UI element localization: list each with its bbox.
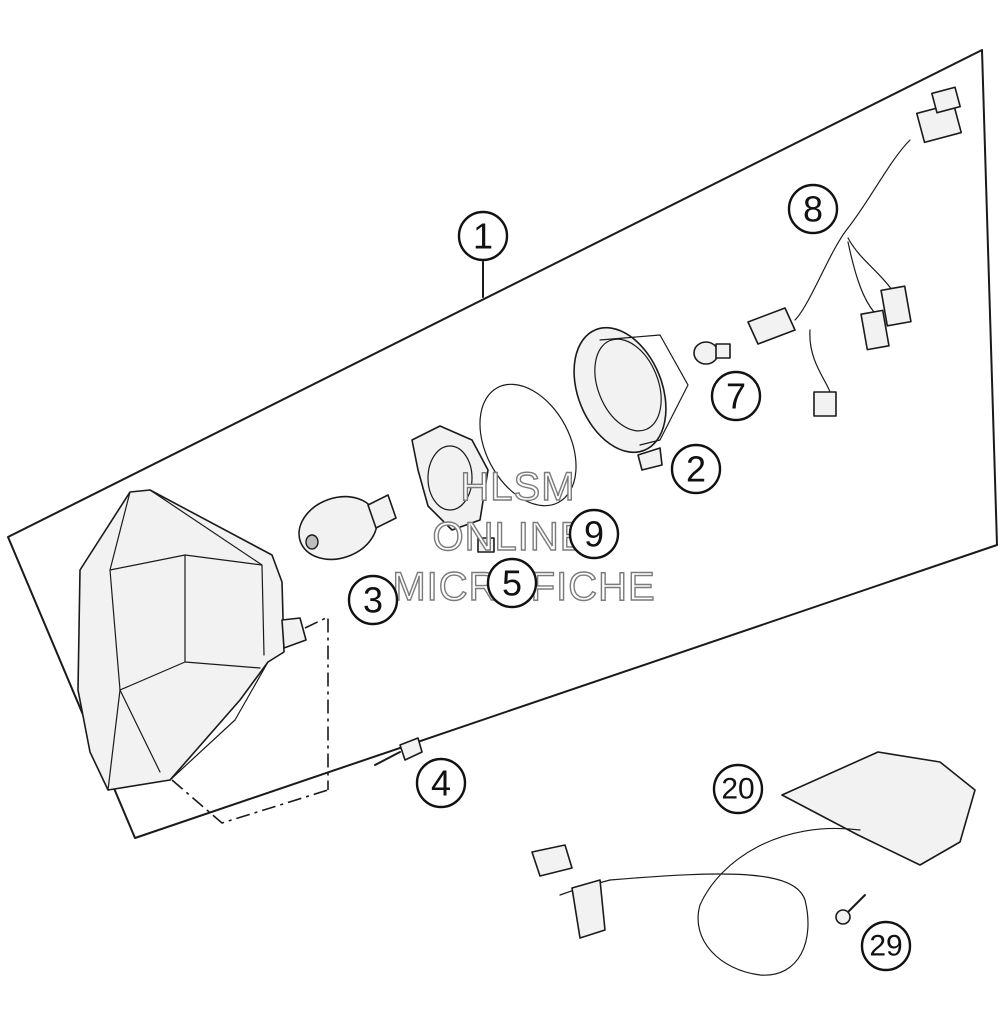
lens-disk xyxy=(479,383,577,507)
headlight-mask xyxy=(77,489,307,791)
callout-label: 5 xyxy=(502,563,522,604)
clip-part-5 xyxy=(477,537,495,553)
callout-8: 8 xyxy=(787,183,839,235)
bulb-part-3 xyxy=(298,494,397,561)
callout-label: 20 xyxy=(721,773,754,806)
bulb-holder-part-9 xyxy=(411,425,489,531)
callout-20: 20 xyxy=(712,763,764,815)
callout-29: 29 xyxy=(860,920,912,972)
callout-4: 4 xyxy=(415,757,467,809)
callout-label: 2 xyxy=(686,449,706,490)
reflector-part-2 xyxy=(573,326,689,471)
callout-label: 1 xyxy=(473,216,493,257)
bulb-part-7 xyxy=(693,341,731,365)
callout-9: 9 xyxy=(568,508,620,560)
wiring-harness-part-8 xyxy=(747,86,963,417)
callout-label: 9 xyxy=(584,514,604,555)
screw-part-29 xyxy=(835,894,866,925)
watermark-line-1: HLSM xyxy=(460,465,575,509)
mounting-leader xyxy=(171,615,329,824)
callout-label: 4 xyxy=(431,763,451,804)
callout-1: 1 xyxy=(457,210,509,262)
screw-part-4 xyxy=(374,737,423,766)
watermark-line-2: ONLINE xyxy=(433,515,588,559)
callout-label: 29 xyxy=(869,930,902,963)
callout-label: 3 xyxy=(363,580,383,621)
harness-kit-part-20 xyxy=(531,751,976,976)
callout-2: 2 xyxy=(670,443,722,495)
callout-5: 5 xyxy=(486,557,538,609)
callout-label: 8 xyxy=(803,189,823,230)
callout-label: 7 xyxy=(726,376,746,417)
callout-7: 7 xyxy=(710,370,762,422)
callout-3: 3 xyxy=(347,574,399,626)
